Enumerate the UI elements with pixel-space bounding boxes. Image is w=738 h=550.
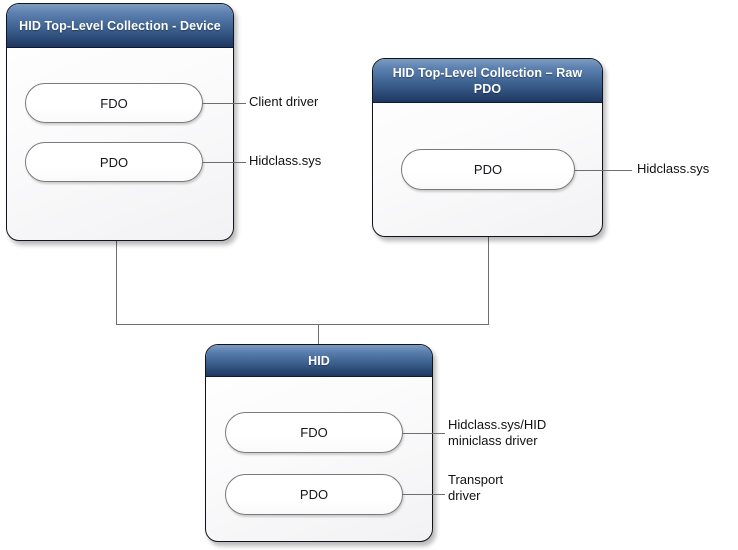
leader-line-hidclass-miniclass — [402, 433, 445, 434]
raw-pdo-object-pdo-label: PDO — [473, 162, 503, 177]
node-body-hid — [206, 377, 432, 541]
connector-bus-to-hid — [318, 324, 319, 345]
leader-line-hidclass-device-pdo — [202, 162, 246, 163]
hid-object-fdo[interactable]: FDO — [225, 412, 403, 453]
callout-hidclass-device-pdo: Hidclass.sys — [249, 153, 322, 168]
device-object-fdo[interactable]: FDO — [25, 83, 203, 123]
connector-horizontal-bus — [116, 324, 488, 325]
node-hid-top-level-collection-raw-pdo[interactable]: HID Top-Level Collection – Raw PDO — [372, 58, 603, 237]
connector-rawpdo-down — [488, 236, 489, 325]
hid-object-pdo-label: PDO — [299, 487, 329, 502]
leader-line-transport-driver — [402, 494, 445, 495]
callout-client-driver: Client driver — [249, 94, 319, 109]
callout-transport-driver: Transport driver — [448, 472, 504, 503]
device-object-pdo-label: PDO — [99, 154, 129, 170]
device-object-pdo[interactable]: PDO — [25, 142, 203, 182]
callout-hidclass-raw-pdo: Hidclass.sys — [637, 161, 710, 176]
hid-object-fdo-label: FDO — [300, 425, 328, 440]
raw-pdo-object-pdo[interactable]: PDO — [401, 149, 575, 190]
node-header-hid: HID — [206, 345, 432, 377]
device-object-fdo-label: FDO — [100, 95, 128, 111]
connector-device-down — [116, 240, 117, 325]
node-header-raw-pdo: HID Top-Level Collection – Raw PDO — [373, 59, 602, 103]
hid-object-pdo[interactable]: PDO — [225, 474, 403, 515]
node-header-device: HID Top-Level Collection - Device — [7, 4, 233, 48]
leader-line-hidclass-raw-pdo — [574, 170, 632, 171]
callout-hidclass-miniclass-driver: Hidclass.sys/HID miniclass driver — [448, 417, 547, 448]
leader-line-client-driver — [202, 103, 246, 104]
